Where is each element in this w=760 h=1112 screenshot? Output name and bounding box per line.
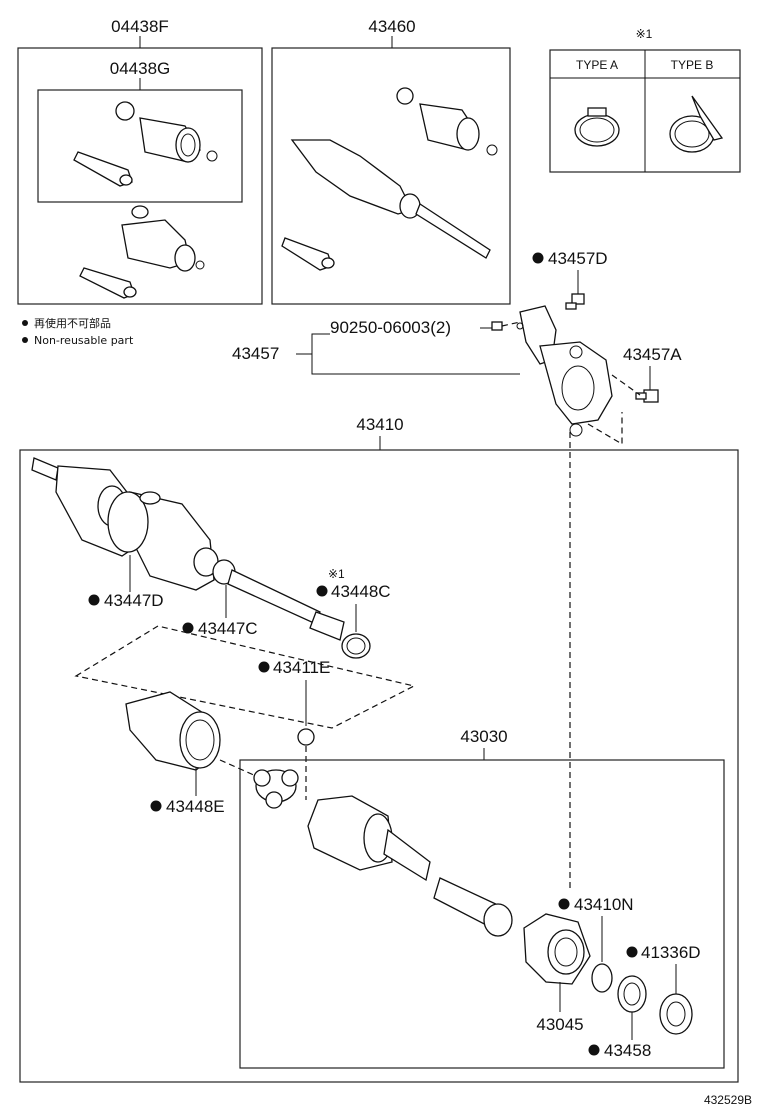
- outer-boot-kit-43460: [281, 87, 498, 271]
- bolt-43457A: [635, 389, 659, 403]
- type-b-header: TYPE B: [671, 58, 714, 72]
- snap-ring-43411E: [297, 728, 315, 746]
- figure-code: 432529B: [704, 1093, 752, 1107]
- dot-43448C: [316, 585, 328, 597]
- label-43458: 43458: [604, 1041, 651, 1060]
- dot-43447D: [88, 594, 100, 606]
- dot-43447C: [182, 622, 194, 634]
- assembly-box-43410: [19, 449, 739, 1083]
- label-43045: 43045: [536, 1015, 583, 1034]
- inner-joint-shaft-drawing: [307, 795, 513, 937]
- label-43460: 43460: [368, 17, 415, 36]
- legend-dot-jp: [22, 320, 28, 326]
- legend-dot-en: [22, 337, 28, 343]
- kit-box-04438G: [37, 89, 243, 203]
- label-43411E: 43411E: [273, 658, 330, 677]
- dash-bracket-bottom: [587, 412, 623, 446]
- bracket-43457: [516, 305, 613, 437]
- clamp-43448C: [341, 633, 371, 659]
- dot-43458: [588, 1044, 600, 1056]
- dot-43410N: [558, 898, 570, 910]
- pin-90250: [491, 321, 503, 331]
- label-43457D: 43457D: [548, 249, 608, 268]
- legend-en: Non-reusable part: [34, 334, 134, 347]
- large-boot-kit-04438F: [79, 205, 205, 299]
- bearing-43045: [523, 913, 591, 985]
- label-43447C: 43447C: [198, 619, 258, 638]
- label-41336D: 41336D: [641, 943, 701, 962]
- label-43457: 43457: [232, 344, 279, 363]
- label-04438F: 04438F: [111, 17, 169, 36]
- dash-boot-to-tripod: [219, 759, 257, 777]
- legend-jp: 再使用不可部品: [34, 316, 111, 330]
- bracket-leader-lower: [311, 354, 520, 375]
- seal-41336D: [659, 993, 693, 1035]
- assembly-box-43030: [239, 759, 725, 1069]
- dash-bolt-43457A: [611, 374, 641, 396]
- label-90250-06003: 90250-06003(2): [330, 318, 451, 337]
- tripod-joint-drawing: [253, 769, 299, 809]
- dot-43457D: [532, 252, 544, 264]
- label-43448C: 43448C: [331, 582, 391, 601]
- label-43410: 43410: [356, 415, 403, 434]
- note-mark-43448C: ※1: [328, 567, 345, 581]
- inner-boot-drawing: [125, 691, 221, 771]
- small-boot-kit-04438G: [73, 101, 218, 187]
- kit-box-43460: [271, 47, 511, 305]
- bolt-43457D: [565, 293, 585, 310]
- dot-43411E: [258, 661, 270, 673]
- label-43457A: 43457A: [623, 345, 682, 364]
- dash-inner-boot-group: [74, 625, 416, 729]
- label-04438G: 04438G: [110, 59, 171, 78]
- clamp-type-b-drawing: [669, 95, 724, 153]
- label-43447D: 43447D: [104, 591, 164, 610]
- outer-joint-shaft-drawing: [31, 457, 345, 641]
- label-43030: 43030: [460, 727, 507, 746]
- type-a-header: TYPE A: [576, 58, 618, 72]
- seal-43458: [617, 975, 647, 1013]
- snap-ring-43410N: [591, 963, 613, 993]
- dash-pin-to-bracket: [501, 321, 521, 327]
- bracket-leader-upper: [296, 333, 330, 355]
- label-43448E: 43448E: [166, 797, 225, 816]
- label-43410N: 43410N: [574, 895, 634, 914]
- dot-41336D: [626, 946, 638, 958]
- type-table-mark: ※1: [636, 27, 653, 41]
- clamp-type-a-drawing: [574, 107, 620, 147]
- dot-43448E: [150, 800, 162, 812]
